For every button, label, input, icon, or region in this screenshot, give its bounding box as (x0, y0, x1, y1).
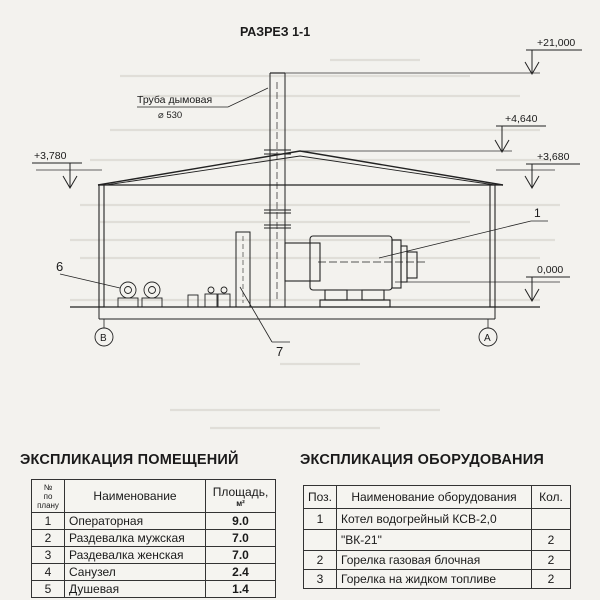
level-ridge: +4,640 (505, 113, 538, 125)
callout-boiler: 1 (534, 206, 541, 220)
level-marker-ridge (494, 125, 546, 153)
level-top: +21,000 (537, 37, 575, 49)
rooms-table-title: ЭКСПЛИКАЦИЯ ПОМЕЩЕНИЙ (20, 452, 239, 468)
chimney-diameter: ⌀ 530 (158, 110, 182, 121)
roof-outer (97, 150, 504, 186)
callout-leader-burners (59, 273, 121, 289)
callout-leader-equipment (239, 286, 273, 343)
cabinet-column (235, 231, 251, 308)
chimney-label: Труба дымовая (137, 94, 212, 106)
rooms-table-header: № по плану Наименование Площадь, м² (31, 479, 276, 513)
wall-right (489, 184, 496, 308)
svg-text:А: А (484, 333, 491, 344)
rooms-col-num: № по плану (31, 479, 65, 513)
svg-text:В: В (100, 333, 107, 344)
callout-leader-boiler (378, 220, 532, 259)
level-marker-top (524, 49, 582, 75)
equipment-table-title: ЭКСПЛИКАЦИЯ ОБОРУДОВАНИЯ (300, 452, 544, 468)
boiler (284, 235, 425, 308)
callout-equipment: 7 (276, 344, 283, 359)
chimney (264, 72, 291, 307)
building-section (70, 150, 540, 320)
rooms-col-area: Площадь, м² (205, 479, 276, 513)
table-row: "ВК-21"2 (303, 529, 571, 551)
chimney-leader (137, 87, 269, 108)
axis-marker-right: А (478, 327, 498, 347)
equipment-col-name: Наименование оборудования (336, 485, 532, 509)
level-marker-eave-left (32, 162, 82, 189)
bleed-through-texture (70, 58, 560, 430)
section-title: РАЗРЕЗ 1-1 (240, 25, 310, 39)
equipment-col-pos: Поз. (303, 485, 337, 509)
callout-burners: 6 (56, 259, 63, 274)
level-marker-eave-right (524, 163, 580, 189)
level-floor: 0,000 (537, 264, 563, 276)
level-marker-floor (524, 276, 570, 302)
axis-marker-left: В (94, 327, 114, 347)
level-eave-left: +3,780 (34, 150, 67, 162)
rooms-col-name: Наименование (64, 479, 206, 513)
roof-inner (105, 155, 496, 186)
section-drawing: РАЗРЕЗ 1-1 +21,000 +4,640 +3,780 +3,680 … (32, 25, 582, 430)
level-eave-right: +3,680 (537, 151, 570, 163)
equipment-col-qty: Кол. (531, 485, 571, 509)
equipment-table-header: Поз. Наименование оборудования Кол. (303, 485, 571, 509)
wall-left (98, 184, 105, 308)
valve-group (187, 286, 231, 308)
burner-units (117, 281, 163, 308)
